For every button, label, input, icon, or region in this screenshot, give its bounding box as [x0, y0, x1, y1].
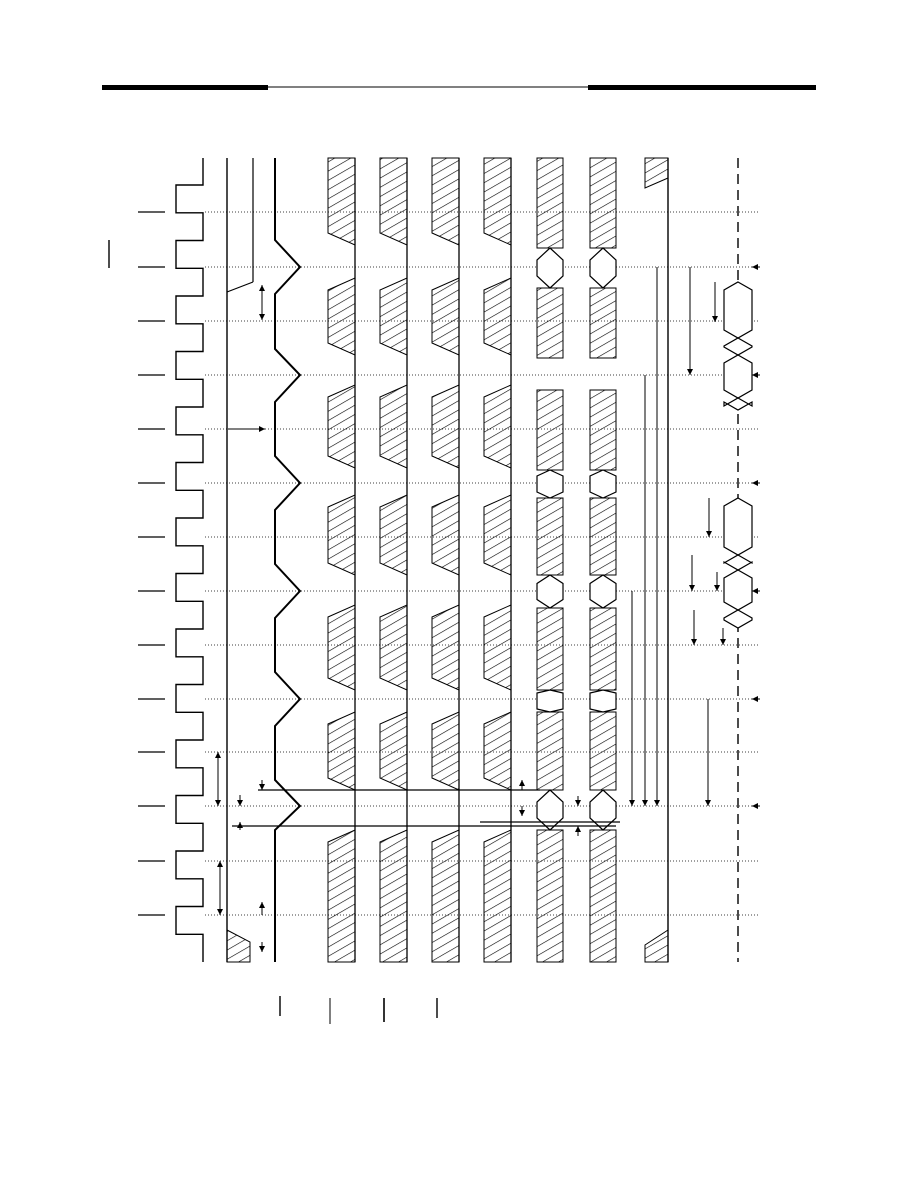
level-waveform: [644, 157, 669, 963]
hatched-region-5: [589, 607, 617, 691]
data-bus-3: [431, 157, 460, 963]
hatched-burst-3: [483, 384, 512, 469]
hatched-burst-4: [431, 494, 460, 576]
valid-window-2: [589, 469, 617, 499]
hatched-burst-5: [483, 604, 512, 691]
hatched-burst-4: [327, 494, 356, 576]
hatched-burst-7: [327, 829, 356, 963]
hatched-burst-6: [431, 711, 460, 791]
hatched-region-1: [536, 157, 564, 249]
hatched-region-2: [536, 287, 564, 359]
hatched-burst-3: [379, 384, 408, 469]
hatched-region-7: [536, 829, 564, 963]
hatched-region-3: [536, 389, 564, 471]
hatched-region-2: [589, 287, 617, 359]
hatched-region-3: [589, 389, 617, 471]
right-window-4: [723, 397, 753, 411]
data-bus-waveforms: [327, 157, 512, 963]
hatched-burst-7: [379, 829, 408, 963]
valid-window-4: [589, 689, 617, 713]
hatched-region-1: [589, 157, 617, 249]
right-window-5: [723, 497, 753, 556]
right-window-7: [723, 569, 753, 611]
right-valid-windows: [723, 281, 753, 629]
hatched-burst-5: [431, 604, 460, 691]
control-waveform: [274, 158, 302, 962]
data-bus-1: [327, 157, 356, 963]
bottom-marks: [279, 996, 438, 1024]
hatched-burst-1: [483, 157, 512, 246]
hatched-burst-3: [431, 384, 460, 469]
hatched-burst-5: [379, 604, 408, 691]
hatched-region-5: [536, 607, 564, 691]
right-window-1: [723, 281, 753, 339]
hatched-burst-6: [327, 711, 356, 791]
hatched-burst-2: [327, 277, 356, 356]
hatched-burst-2: [483, 277, 512, 356]
hatched-burst-6: [379, 711, 408, 791]
hatched-burst-2: [379, 277, 408, 356]
valid-window-4: [536, 689, 564, 713]
right-window-3: [723, 354, 753, 399]
hatched-burst-2: [431, 277, 460, 356]
hatched-region-6: [589, 711, 617, 791]
time-reference-lines: [205, 211, 760, 916]
right-window-6: [723, 554, 753, 571]
hatched-burst-7: [431, 829, 460, 963]
data-bus-2: [379, 157, 408, 963]
valid-window-3: [536, 574, 564, 609]
header-rule: [102, 85, 816, 90]
hatched-burst-4: [379, 494, 408, 576]
valid-window-3: [589, 574, 617, 609]
hatched-region-6: [536, 711, 564, 791]
valid-window-5: [536, 789, 564, 831]
hatched-burst-7: [483, 829, 512, 963]
valid-window-2: [536, 469, 564, 499]
valid-bus-2: [589, 157, 617, 963]
hatched-burst-4: [483, 494, 512, 576]
hatched-burst-1: [379, 157, 408, 246]
hatched-burst-5: [327, 604, 356, 691]
right-window-8: [723, 609, 753, 629]
hatched-burst-3: [327, 384, 356, 469]
timing-measurement-arrows: [215, 264, 760, 952]
valid-window-waveforms: [536, 157, 617, 963]
hatched-burst-1: [327, 157, 356, 246]
data-bus-4: [483, 157, 512, 963]
hatched-region-4: [536, 497, 564, 576]
hatched-region-7: [589, 829, 617, 963]
strobe-waveforms: [226, 158, 254, 963]
hatched-burst-6: [483, 711, 512, 791]
period-ticks: [138, 211, 165, 916]
valid-bus-1: [536, 157, 564, 963]
valid-window-1: [536, 247, 564, 289]
hatched-burst-1: [431, 157, 460, 246]
valid-window-1: [589, 247, 617, 289]
clock-waveform: [175, 158, 204, 962]
hatched-region-4: [589, 497, 617, 576]
right-window-2: [723, 337, 753, 356]
valid-window-5: [589, 789, 617, 831]
